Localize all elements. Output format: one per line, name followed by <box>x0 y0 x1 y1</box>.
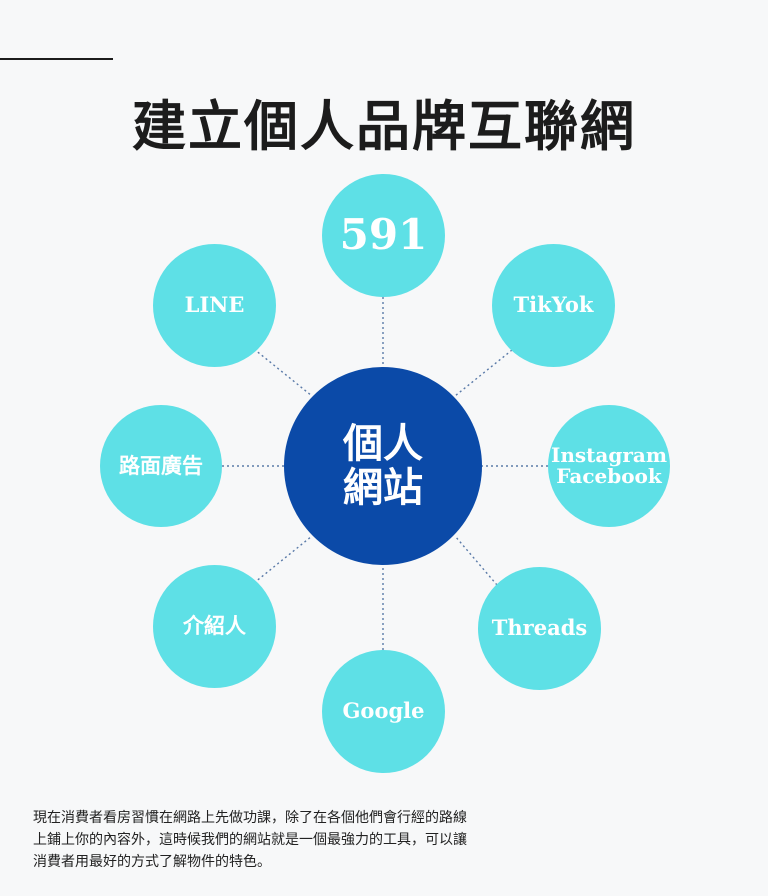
node-tiktok-label: TikYok <box>513 292 594 318</box>
top-rule <box>0 58 113 60</box>
node-line-label: LINE <box>184 292 245 318</box>
network-diagram: 591 TikYok Instagram Facebook Threads Go… <box>100 174 670 773</box>
page-title: 建立個人品牌互聯網 <box>132 94 636 158</box>
node-google-label: Google <box>342 698 425 724</box>
node-threads: Threads <box>478 567 601 690</box>
node-roadside-ads: 路面廣告 <box>100 405 222 527</box>
node-instagram-label: Instagram <box>551 443 667 467</box>
center-label-line1: 個人 <box>343 420 423 467</box>
description-line-2: 上鋪上你的內容外，這時候我們的網站就是一個最強力的工具，可以讓 <box>33 832 467 848</box>
description-paragraph: 現在消費者看房習慣在網路上先做功課，除了在各個他們會行經的路線 上鋪上你的內容外… <box>33 807 503 873</box>
connector-lines <box>222 297 548 650</box>
node-591-label: 591 <box>339 210 428 260</box>
node-facebook-label: Facebook <box>556 464 662 488</box>
description-line-3: 消費者用最好的方式了解物件的特色。 <box>33 854 271 870</box>
node-roadside-ads-label: 路面廣告 <box>119 452 203 478</box>
node-instagram-facebook: Instagram Facebook <box>548 405 670 527</box>
connector-referral <box>253 535 313 584</box>
node-google: Google <box>322 650 445 773</box>
node-referral: 介紹人 <box>153 565 276 688</box>
node-referral-label: 介紹人 <box>183 613 246 639</box>
node-591: 591 <box>322 174 445 297</box>
description-line-1: 現在消費者看房習慣在網路上先做功課，除了在各個他們會行經的路線 <box>33 810 467 826</box>
connector-tiktok <box>454 349 513 397</box>
node-threads-label: Threads <box>491 615 588 641</box>
connector-line <box>253 348 313 397</box>
connector-threads <box>454 535 498 586</box>
center-label-line2: 網站 <box>343 464 423 511</box>
node-tiktok: TikYok <box>492 244 615 367</box>
node-line: LINE <box>153 244 276 367</box>
center-node: 個人 網站 <box>284 367 482 565</box>
